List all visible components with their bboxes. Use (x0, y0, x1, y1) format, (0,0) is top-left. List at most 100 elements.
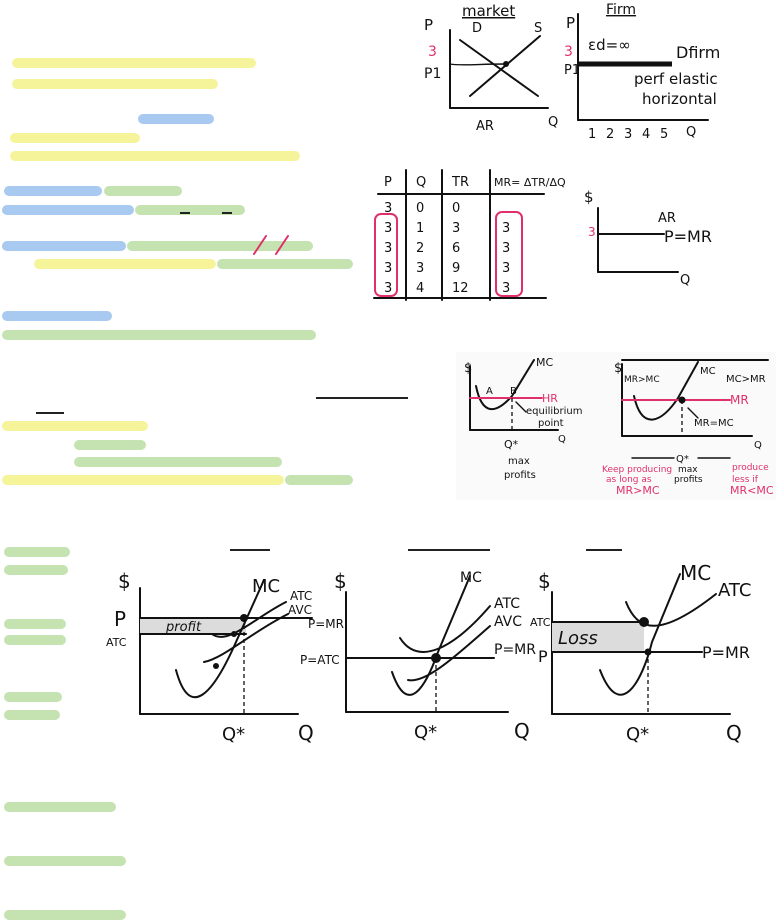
p-axis-label: P (424, 16, 433, 34)
mc-label: MC (536, 356, 553, 369)
loss-graph: $ ATC P Loss P=MR MC ATC Q* Q (530, 561, 751, 745)
mc-gt-mr-label: MC>MR (726, 374, 766, 385)
s-label: S (534, 21, 542, 36)
atc-label: ATC (494, 596, 520, 612)
q-tick-label: 4 (642, 127, 650, 142)
p1-label: P1 (424, 66, 441, 82)
table-cell: 3 (452, 221, 460, 236)
highlight-bar (10, 151, 300, 161)
q-label: Q (680, 273, 690, 288)
pink-slash-marks (253, 235, 289, 255)
mc-label: MC (252, 576, 280, 597)
highlight-bar (2, 475, 284, 485)
q-tick-label: 2 (606, 127, 614, 142)
q-label-firm: Q (686, 125, 696, 140)
mr-gt-mc-label: MR>MC (624, 375, 660, 385)
atc-axis-label: ATC (530, 616, 551, 629)
keep-producing-label: Keep producing (602, 465, 672, 475)
highlight-bar (2, 241, 126, 251)
mr-mc-equilibrium-graph: $ MC HR A B equilibrium point Q* Q max p… (456, 352, 602, 500)
highlight-bar (4, 692, 62, 702)
highlight-bar (138, 114, 214, 124)
underline-mark (408, 549, 490, 551)
market-firm-sketch: market P D S 3 P1 AR Q Firm P 3 P1 εd=∞ … (424, 2, 720, 142)
underline-mark (36, 412, 64, 414)
table-cell: 3 (502, 281, 510, 296)
table-cell: 3 (416, 261, 424, 276)
dollar-label: $ (584, 188, 594, 206)
highlight-bar (2, 330, 316, 340)
q-label: Q (298, 721, 314, 745)
d-label: D (472, 21, 482, 36)
table-header: Q (416, 175, 426, 190)
q-label: Q (514, 719, 530, 743)
profits-label: profits (504, 470, 536, 481)
underline-mark (230, 549, 270, 551)
highlight-bar (12, 79, 218, 89)
highlight-bar (74, 457, 282, 467)
q-tick-label: 5 (660, 127, 668, 142)
mr-eq-mc-label: MR=MC (694, 418, 734, 429)
highlight-bar (104, 186, 182, 196)
qstar-label: Q* (676, 454, 689, 465)
dollar-label: $ (614, 361, 622, 376)
table-cell: 3 (502, 221, 510, 236)
highlight-bar (10, 133, 140, 143)
q-tick-label: 1 (588, 127, 596, 142)
qstar-label: Q* (414, 722, 437, 743)
mr-lt-mc-rule: MR<MC (730, 484, 774, 497)
mr-mc-rule-graph: $ MR>MC MC MC>MR MR MR=MC Q Q* Keep prod… (602, 352, 776, 500)
highlight-bar (135, 205, 245, 215)
underline-mark (316, 397, 408, 399)
table-header: MR= ΔTR/ΔQ (494, 176, 566, 189)
price-value: 3 (428, 44, 437, 60)
loss-label: Loss (558, 628, 598, 649)
less-if-label: less if (732, 475, 759, 485)
atc-axis-label: ATC (106, 636, 127, 649)
table-cell: 0 (452, 201, 460, 216)
dollar-label: $ (118, 569, 131, 593)
mc-label: MC (460, 570, 482, 586)
produce-label: produce (732, 463, 769, 473)
ar-label: AR (476, 119, 494, 134)
table-cell: 1 (416, 221, 424, 236)
p1-label-firm: P1 (564, 63, 580, 78)
ar-label: AR (658, 211, 676, 226)
table-cell: 3 (384, 261, 392, 276)
mr-label: MR (730, 393, 749, 407)
table-cell: 3 (384, 221, 392, 236)
b-label: B (510, 386, 517, 397)
price-value-firm: 3 (564, 44, 573, 60)
dollar-label: $ (334, 569, 347, 593)
highlight-bar (4, 186, 102, 196)
q-label: Q (726, 721, 742, 745)
mr-gt-mc-rule: MR>MC (616, 484, 660, 497)
d-firm-label: Dfirm (676, 43, 720, 62)
highlight-bar (74, 440, 146, 450)
highlight-bar (34, 259, 216, 269)
profit-label: profit (165, 620, 202, 635)
market-title: market (462, 2, 515, 20)
elasticity-label: εd=∞ (588, 36, 631, 54)
p-label: P (538, 647, 548, 666)
table-cell: 3 (384, 241, 392, 256)
firm-title: Firm (606, 2, 636, 18)
highlight-bar (2, 421, 148, 431)
table-cell: 9 (452, 261, 460, 276)
table-cell: 4 (416, 281, 424, 296)
table-cell: 2 (416, 241, 424, 256)
table-header: TR (451, 175, 469, 190)
q-label-market: Q (548, 115, 558, 130)
price-value: 3 (588, 225, 596, 239)
p-axis-label-firm: P (566, 14, 575, 32)
dollar-label: $ (464, 361, 472, 376)
p-eq-mr-label: P=MR (308, 617, 344, 631)
table-cell: 3 (502, 241, 510, 256)
table-header: P (384, 175, 392, 190)
equilibrium-label: equilibrium (526, 406, 583, 417)
p-eq-atc-label: P=ATC (300, 653, 340, 667)
qstar-label: Q* (626, 724, 649, 745)
q-label: Q (754, 440, 762, 451)
mc-label: MC (680, 561, 711, 585)
